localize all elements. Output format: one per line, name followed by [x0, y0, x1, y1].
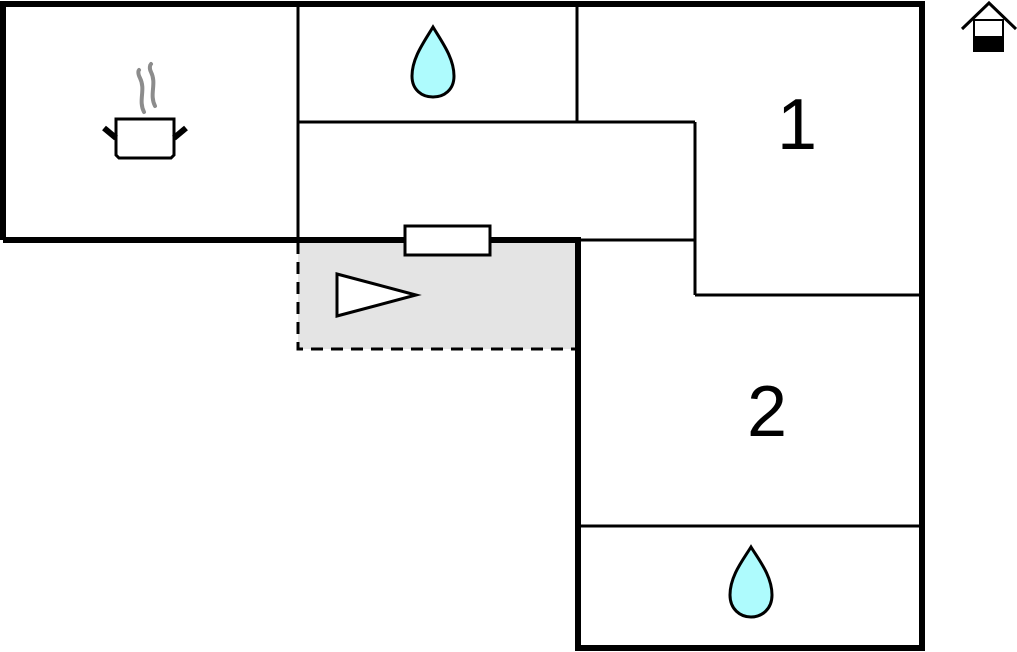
- window: [403, 224, 492, 257]
- terrace: [296, 240, 576, 351]
- cooking-pot-icon: [102, 62, 188, 160]
- entrance-direction-icon: [335, 272, 422, 318]
- terrace-dashed-border: [296, 242, 576, 351]
- house-icon: [960, 0, 1017, 52]
- room-label-1: 1: [777, 85, 817, 165]
- water-drop-icon: [410, 24, 456, 99]
- interior-walls: [296, 4, 922, 528]
- room-label-2: 2: [747, 372, 787, 452]
- steam-icon: [136, 68, 146, 114]
- exterior-walls: [0, 1, 925, 651]
- water-drop-icon: [728, 544, 774, 619]
